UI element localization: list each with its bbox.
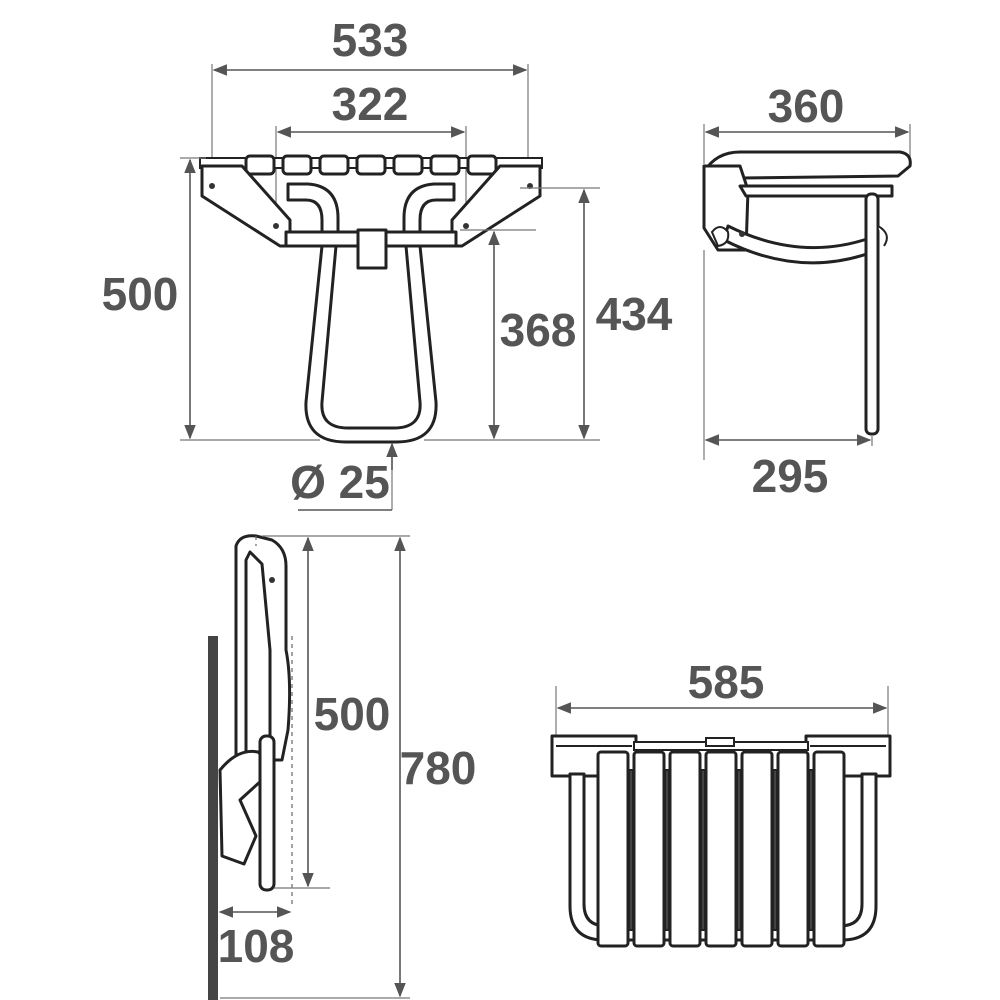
top-slat	[704, 750, 738, 948]
leg-clip	[877, 225, 888, 247]
left-arm-tube	[286, 182, 340, 234]
top-slat	[596, 750, 630, 948]
dim-height-overall: 500	[102, 268, 179, 320]
bracket-hole	[209, 183, 215, 189]
folded-seat	[234, 534, 292, 762]
seat-top-profile	[702, 150, 912, 180]
slat-gap	[736, 769, 742, 931]
right-arm-tube	[402, 182, 456, 234]
dim-leg-depth: 295	[752, 450, 829, 502]
seat-frame	[738, 184, 894, 198]
slat-gap	[664, 769, 670, 931]
seat-slat	[281, 154, 313, 176]
slat-gap	[808, 769, 814, 931]
dim-frame-height: 434	[596, 288, 673, 340]
seat-slat	[244, 154, 276, 176]
leg-tube	[864, 192, 880, 436]
dim-total-width: 585	[688, 656, 765, 708]
hinge-pin	[739, 231, 745, 237]
dim-width-inner: 322	[332, 78, 409, 130]
folded-leg	[258, 734, 276, 892]
slat-gap	[700, 769, 706, 931]
wall	[208, 636, 218, 1000]
side-view-open: 360 295	[702, 80, 912, 502]
dim-seat-to-floor: 368	[500, 304, 577, 356]
bracket-hole	[269, 577, 275, 583]
seat-frame-u	[568, 772, 878, 942]
folded-mechanism	[218, 749, 267, 866]
front-view: 533 322 500	[102, 14, 673, 511]
dim-seat-depth: 360	[768, 80, 845, 132]
dim-width-overall: 533	[332, 14, 409, 66]
dim-folded-depth: 108	[218, 920, 295, 972]
center-clamp	[356, 228, 388, 270]
top-slat	[776, 750, 810, 948]
bracket-hole	[463, 223, 469, 229]
bracket-hole	[273, 223, 279, 229]
seat-slat	[466, 154, 498, 176]
side-view-folded: 500 780 108	[208, 534, 477, 1000]
dim-tube-diameter: Ø 25	[290, 456, 390, 508]
dim-folded-height: 500	[314, 688, 391, 740]
top-view: 585	[550, 656, 892, 948]
left-bracket	[200, 164, 292, 248]
seat-slat	[429, 154, 461, 176]
seat-slat	[392, 154, 424, 176]
dim-total-height: 780	[400, 742, 477, 794]
leg-loop	[304, 244, 438, 444]
top-slat	[632, 750, 666, 948]
right-bracket	[450, 164, 542, 248]
top-slat	[740, 750, 774, 948]
seat-slat	[318, 154, 350, 176]
top-slat	[812, 750, 846, 948]
hinge-mechanism	[710, 226, 730, 248]
seat-slat	[355, 154, 387, 176]
slat-gap	[772, 769, 778, 931]
slat-gap	[628, 769, 634, 931]
top-slat	[668, 750, 702, 948]
rail-clip	[705, 737, 735, 747]
